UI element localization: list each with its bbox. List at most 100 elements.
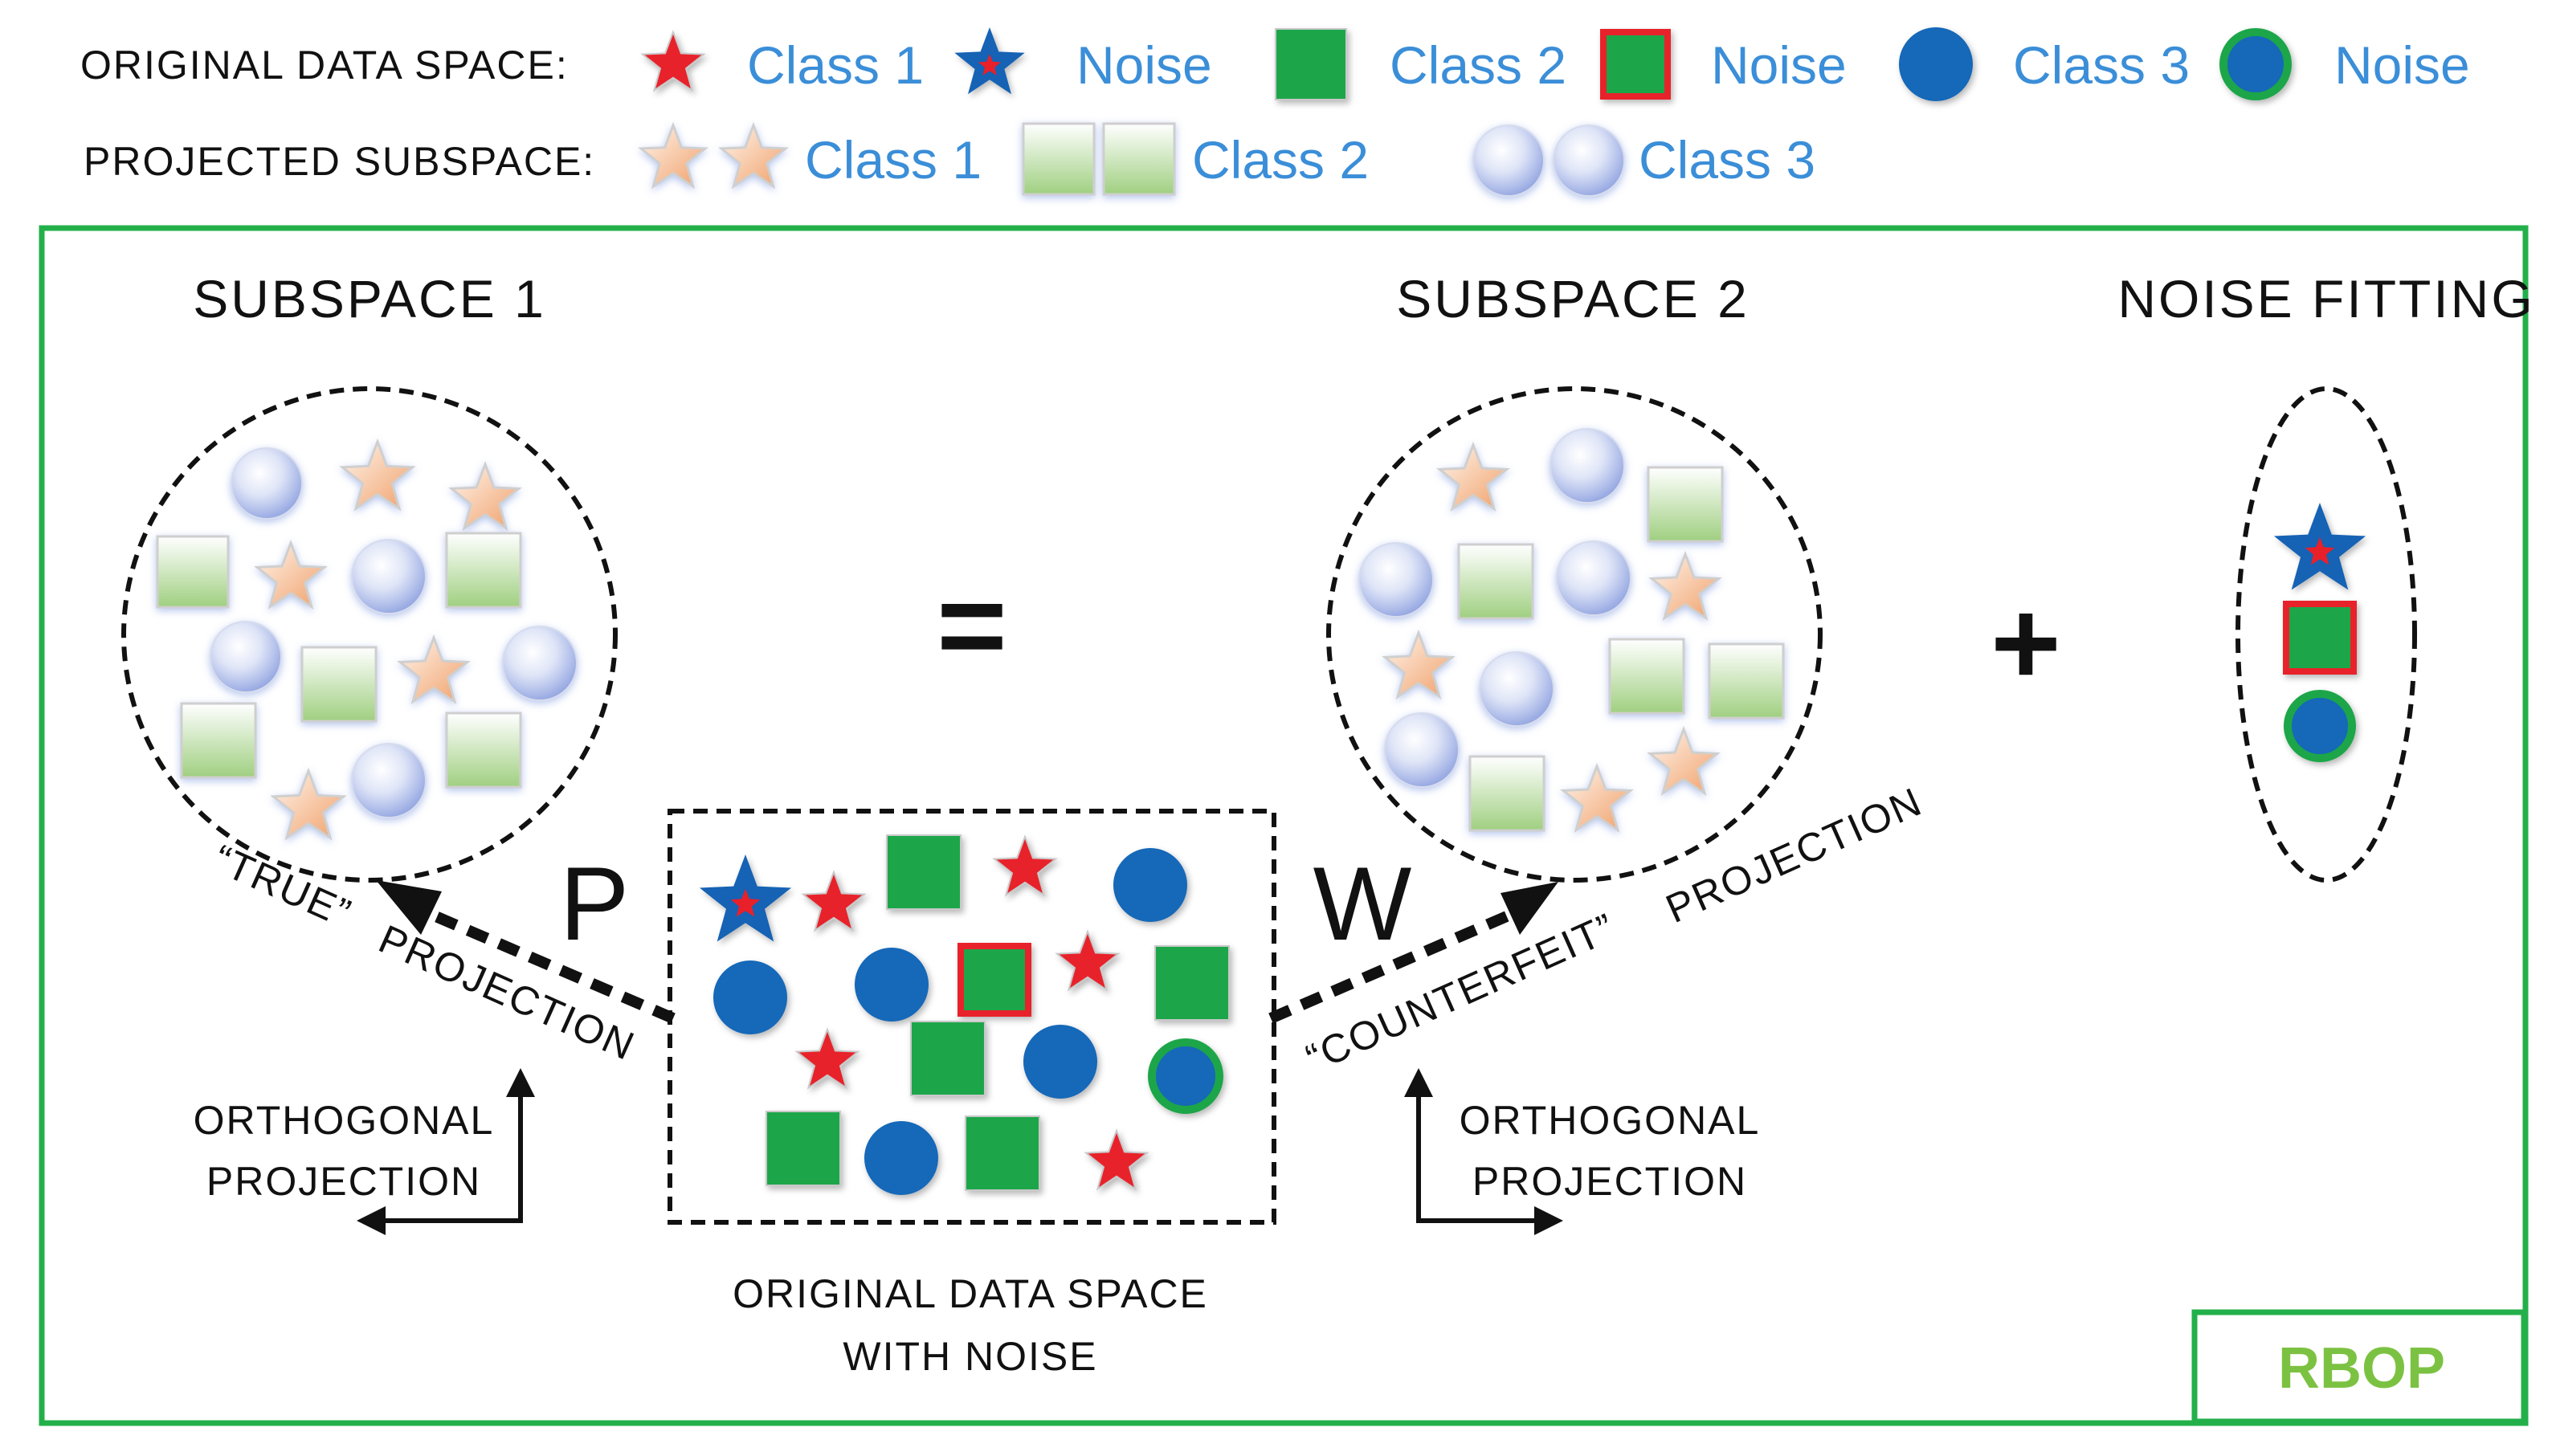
proj-square-marker: [445, 532, 522, 609]
proj-square-marker: [1608, 638, 1685, 715]
class1-star-marker: [1055, 929, 1121, 992]
orthogonal-left-line1: ORTHOGONAL: [194, 1098, 495, 1143]
w-projection-arrow: [1268, 910, 1511, 1024]
proj-square-marker: [1102, 122, 1176, 196]
proj-sphere-marker: [1550, 428, 1625, 504]
proj-sphere-marker: [1479, 651, 1554, 727]
proj-star-marker: [1647, 725, 1721, 797]
legend-class2-label: Class 2: [1390, 35, 1566, 95]
class3-circle-marker: [1113, 848, 1187, 922]
orthogonal-axes-right: [1404, 1068, 1563, 1235]
proj-square-marker: [180, 702, 257, 779]
p-projection-arrow: [431, 910, 676, 1024]
w-arrowhead: [1501, 882, 1558, 935]
proj-square-marker: [445, 712, 522, 789]
proj-sphere-marker: [210, 621, 282, 693]
proj-sphere-marker: [231, 447, 303, 520]
class2-square-marker: [1154, 945, 1230, 1021]
noise-circle-marker: [2219, 28, 2292, 100]
noise-square-marker: [1600, 29, 1671, 100]
proj-star-marker: [1436, 441, 1510, 512]
class3-circle-marker: [855, 948, 929, 1022]
legend: ORIGINAL DATA SPACE: PROJECTED SUBSPACE:…: [80, 27, 2470, 197]
orthogonal-right-line1: ORTHOGONAL: [1460, 1098, 1761, 1143]
legend-proj-class2-label: Class 2: [1192, 130, 1369, 190]
proj-sphere-marker: [1556, 540, 1631, 616]
noise-square-marker: [957, 943, 1031, 1017]
proj-star-marker: [448, 460, 522, 532]
noise-fitting-markers: [2273, 503, 2366, 762]
subspace1-markers: [156, 438, 578, 841]
noise-circle-marker: [1148, 1038, 1223, 1114]
proj-star-marker: [1382, 629, 1456, 700]
class2-square-marker: [910, 1021, 986, 1096]
legend-projected-label: PROJECTED SUBSPACE:: [84, 139, 595, 184]
counterfeit-projection-label: PROJECTION: [1660, 779, 1929, 932]
class3-circle-marker: [713, 960, 787, 1034]
rbop-badge: [2191, 1309, 2527, 1425]
rbop-badge-text: RBOP: [2278, 1336, 2445, 1401]
proj-star-marker: [638, 121, 708, 190]
subspace2-circle: [1326, 386, 1823, 883]
original-space-caption-line2: WITH NOISE: [843, 1334, 1097, 1379]
class1-star-marker: [640, 30, 706, 92]
proj-square-marker: [300, 646, 378, 723]
class2-square-marker: [1275, 28, 1347, 100]
proj-sphere-marker: [1358, 542, 1434, 618]
noise-square-marker: [2283, 601, 2357, 675]
class1-star-marker: [801, 870, 867, 932]
orthogonal-axes-left: [357, 1068, 535, 1235]
proj-star-marker: [1648, 550, 1722, 622]
noise-ellipse: [2235, 386, 2417, 883]
proj-square-marker: [1708, 642, 1785, 720]
noise-star-marker: [954, 27, 1025, 95]
subspace1-circle: [121, 386, 618, 883]
legend-original-label: ORIGINAL DATA SPACE:: [80, 43, 569, 88]
class2-square-marker: [965, 1115, 1040, 1191]
p-label: P: [560, 845, 630, 962]
proj-star-marker: [254, 539, 328, 610]
proj-sphere-marker: [1472, 124, 1545, 197]
noise-star-marker: [2273, 503, 2366, 590]
legend-noise2-label: Noise: [1711, 35, 1847, 95]
class3-circle-marker: [864, 1121, 938, 1195]
main-frame: [39, 225, 2529, 1426]
noise-star-marker: [699, 854, 792, 942]
orthogonal-left-line2: PROJECTION: [206, 1159, 481, 1204]
original-space-markers: [699, 834, 1230, 1195]
proj-star-marker: [339, 438, 416, 512]
proj-square-marker: [1647, 466, 1724, 543]
p-arrowhead: [376, 880, 442, 935]
legend-class1-label: Class 1: [747, 35, 924, 95]
legend-noise3-label: Noise: [2334, 35, 2470, 95]
true-label: “TRUE”: [207, 836, 359, 936]
legend-class3-label: Class 3: [2013, 35, 2190, 95]
proj-star-marker: [270, 767, 347, 841]
class3-circle-marker: [1899, 27, 1973, 101]
proj-square-marker: [1468, 755, 1545, 832]
proj-sphere-marker: [351, 743, 427, 818]
proj-square-marker: [156, 535, 230, 609]
proj-sphere-marker: [1384, 712, 1460, 788]
proj-star-marker: [1560, 762, 1634, 834]
proj-sphere-marker: [502, 626, 578, 701]
class2-square-marker: [886, 834, 962, 910]
noise-fitting-title: NOISE FITTING: [2117, 269, 2534, 328]
class1-star-marker: [992, 834, 1058, 897]
subspace2-markers: [1358, 428, 1785, 834]
equals-sign: =: [937, 557, 1007, 692]
orthogonal-right-line2: PROJECTION: [1472, 1159, 1747, 1204]
legend-icons: [638, 27, 2292, 197]
class2-square-marker: [766, 1111, 841, 1186]
proj-sphere-marker: [351, 539, 427, 614]
w-label: W: [1313, 845, 1412, 962]
noise-circle-marker: [2284, 690, 2356, 762]
proj-star-marker: [718, 121, 789, 190]
proj-sphere-marker: [1553, 124, 1625, 197]
plus-sign: +: [1990, 575, 2061, 710]
proj-star-marker: [397, 634, 471, 705]
subspace2-title: SUBSPACE 2: [1396, 269, 1750, 328]
proj-square-marker: [1457, 543, 1534, 620]
legend-proj-class1-label: Class 1: [805, 130, 982, 190]
